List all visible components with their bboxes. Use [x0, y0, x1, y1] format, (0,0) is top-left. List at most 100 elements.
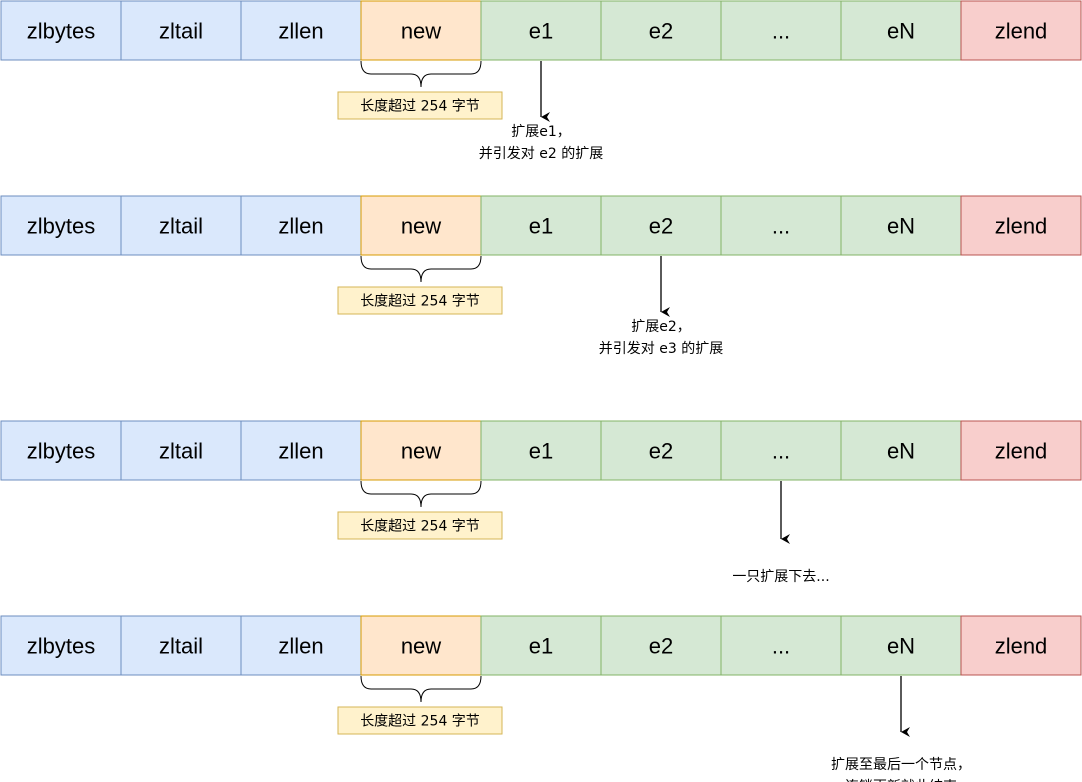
cell-box: [240, 615, 362, 676]
cell-label: e2: [649, 634, 673, 659]
length-note: 长度超过 254 字节: [337, 91, 503, 120]
cell-box: [480, 615, 602, 676]
cell-label: e2: [649, 19, 673, 44]
cell-box: [960, 0, 1082, 61]
cell-box: [0, 195, 122, 256]
caption-line: 并引发对 e3 的扩展: [599, 341, 723, 357]
cell-label: zlend: [995, 214, 1048, 239]
cell-box: [480, 195, 602, 256]
cell-box: [960, 420, 1082, 481]
ziplist-cell-zltail: zltail: [120, 420, 242, 481]
cell-label: zlbytes: [27, 439, 95, 464]
ziplist-cell-zllen: zllen: [240, 0, 362, 61]
ziplist-cell-e2: e2: [600, 0, 722, 61]
caption-line: 连锁更新就此结束: [845, 779, 957, 782]
cell-box: [840, 0, 962, 61]
ziplist-cell-ellipsisellipsisellipsis: ...: [720, 420, 842, 481]
cell-label: zlend: [995, 439, 1048, 464]
note-box: [337, 286, 503, 315]
note-label: 长度超过 254 字节: [360, 714, 480, 730]
ziplist-cell-zltail: zltail: [120, 0, 242, 61]
ziplist-cell-zlend: zlend: [960, 0, 1082, 61]
cell-box: [600, 0, 722, 61]
cell-label: new: [401, 214, 441, 239]
cell-label: zllen: [278, 439, 323, 464]
cell-box: [960, 615, 1082, 676]
cell-box: [840, 615, 962, 676]
cell-label: eN: [887, 214, 915, 239]
ziplist-cell-ellipsisellipsisellipsis: ...: [720, 0, 842, 61]
ziplist-cell-zltail: zltail: [120, 195, 242, 256]
cell-box: [360, 195, 482, 256]
ziplist-cell-zltail: zltail: [120, 615, 242, 676]
ziplist-cell-e2: e2: [600, 420, 722, 481]
ziplist-cell-e2: e2: [600, 615, 722, 676]
note-label: 长度超过 254 字节: [360, 99, 480, 115]
ziplist-cell-new: new: [360, 0, 482, 61]
cell-box: [120, 0, 242, 61]
ziplist-cell-eN: eN: [840, 195, 962, 256]
caption-line: 并引发对 e2 的扩展: [479, 146, 603, 162]
note-label: 长度超过 254 字节: [360, 519, 480, 535]
curly-brace: [360, 480, 482, 508]
length-note: 长度超过 254 字节: [337, 286, 503, 315]
ziplist-cell-eN: eN: [840, 615, 962, 676]
note-box: [337, 91, 503, 120]
ziplist-cell-new: new: [360, 420, 482, 481]
cell-label: new: [401, 634, 441, 659]
cell-label: zltail: [159, 19, 203, 44]
cell-label: zlbytes: [27, 19, 95, 44]
cell-label: eN: [887, 634, 915, 659]
cell-box: [240, 0, 362, 61]
note-label: 长度超过 254 字节: [360, 294, 480, 310]
cell-box: [720, 195, 842, 256]
cell-label: new: [401, 19, 441, 44]
cell-label: e1: [529, 19, 553, 44]
cell-label: ...: [772, 19, 790, 44]
curly-brace: [360, 60, 482, 88]
cell-box: [120, 420, 242, 481]
cell-box: [480, 0, 602, 61]
cell-label: zltail: [159, 439, 203, 464]
caption-line: 扩展至最后一个节点，: [831, 757, 971, 773]
cell-label: zltail: [159, 214, 203, 239]
cell-box: [120, 195, 242, 256]
cell-box: [360, 0, 482, 61]
note-box: [337, 706, 503, 735]
cell-box: [960, 195, 1082, 256]
cell-label: zllen: [278, 214, 323, 239]
ziplist-row-1: zlbytes zltail zllen new e1 e2... eN zlend 长度超过 …: [0, 0, 1082, 162]
caption-line: 扩展e2，: [631, 319, 691, 335]
cell-label: eN: [887, 19, 915, 44]
cell-box: [720, 0, 842, 61]
cell-label: zltail: [159, 634, 203, 659]
cell-label: zllen: [278, 19, 323, 44]
cell-label: zllen: [278, 634, 323, 659]
ziplist-cell-zlend: zlend: [960, 615, 1082, 676]
ziplist-cell-zlbytes: zlbytes: [0, 615, 122, 676]
cell-label: e1: [529, 214, 553, 239]
cell-box: [360, 420, 482, 481]
cell-label: e2: [649, 439, 673, 464]
ziplist-cell-new: new: [360, 195, 482, 256]
length-note: 长度超过 254 字节: [337, 706, 503, 735]
cell-label: ...: [772, 214, 790, 239]
cell-box: [720, 615, 842, 676]
ziplist-cell-zlbytes: zlbytes: [0, 420, 122, 481]
cell-box: [720, 420, 842, 481]
cell-label: ...: [772, 439, 790, 464]
cell-label: new: [401, 439, 441, 464]
cell-box: [240, 195, 362, 256]
cell-box: [600, 615, 722, 676]
ziplist-cell-eN: eN: [840, 0, 962, 61]
ziplist-cell-ellipsisellipsisellipsis: ...: [720, 615, 842, 676]
cell-box: [600, 420, 722, 481]
ziplist-cell-eN: eN: [840, 420, 962, 481]
curly-brace: [360, 675, 482, 703]
cell-label: e2: [649, 214, 673, 239]
ziplist-cell-zlend: zlend: [960, 420, 1082, 481]
cell-box: [0, 420, 122, 481]
